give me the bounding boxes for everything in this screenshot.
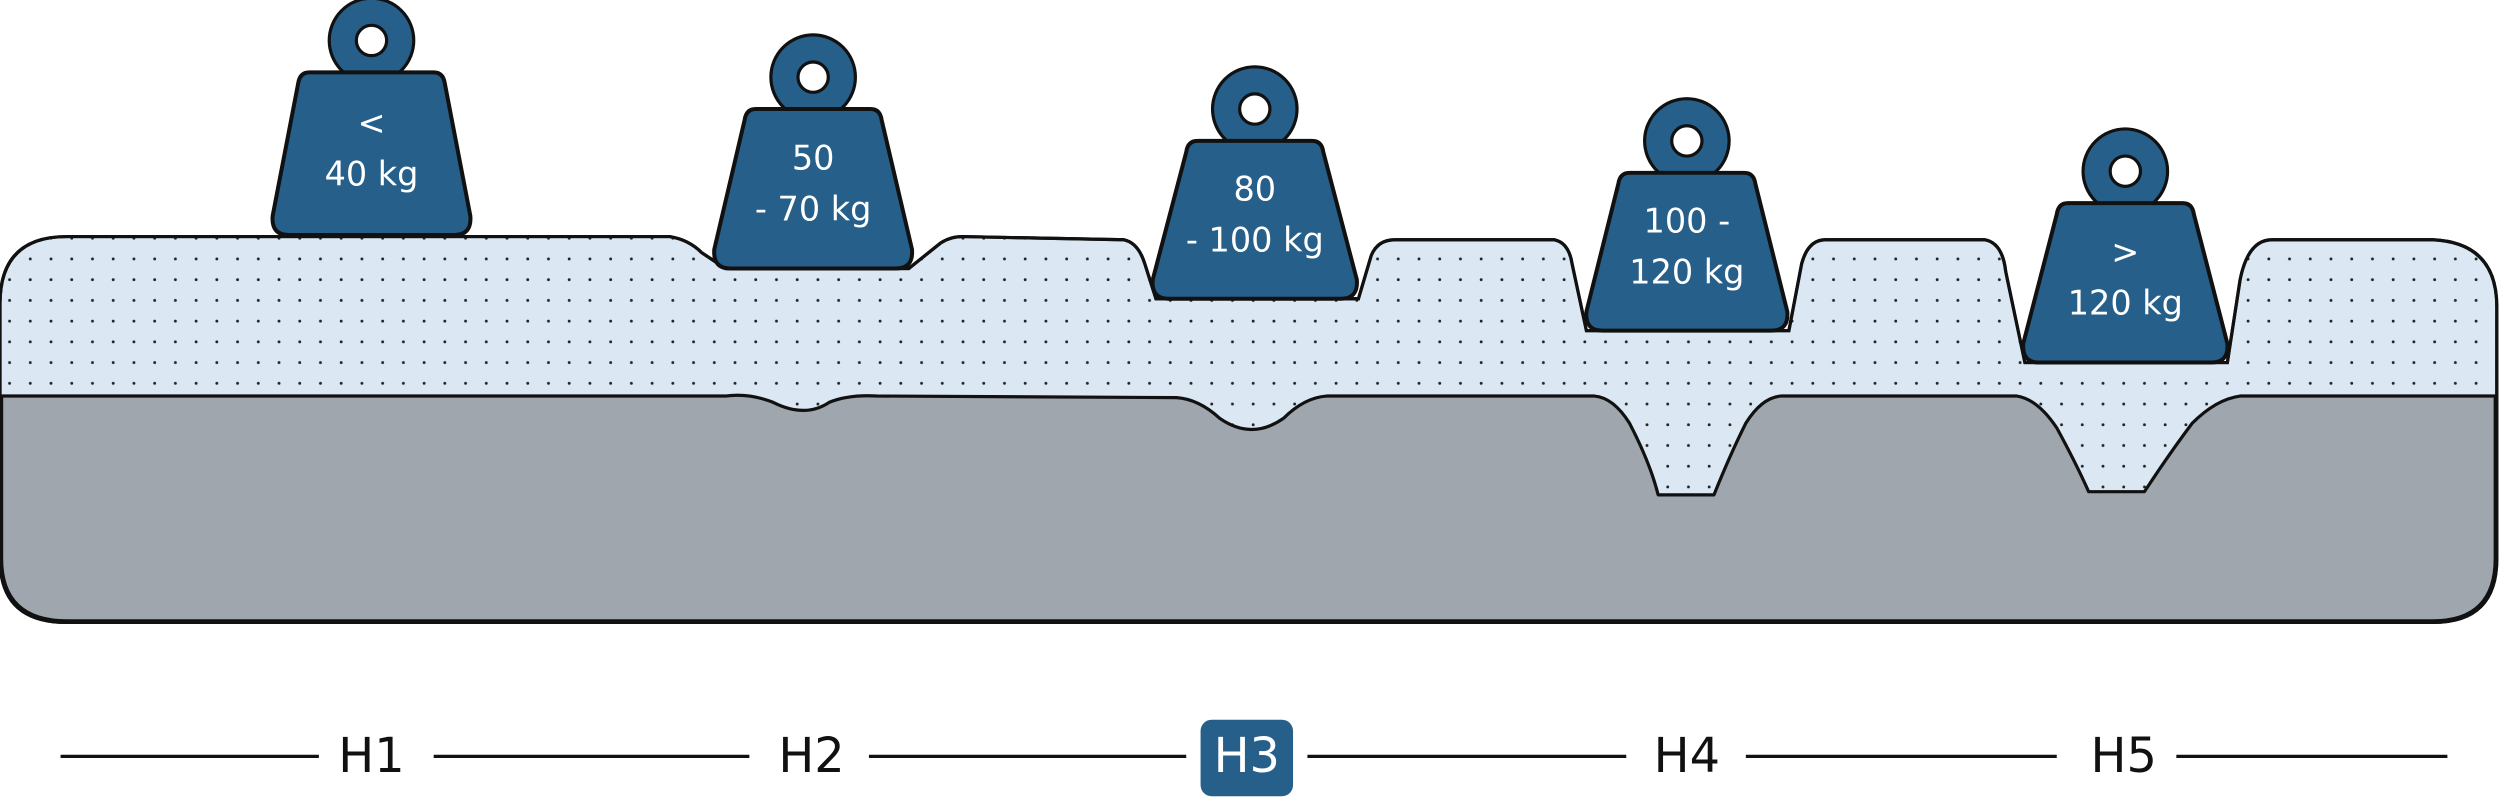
weight-body <box>270 70 473 237</box>
weight-ring <box>330 0 413 82</box>
weight-body <box>712 107 915 271</box>
base-support-layer <box>0 393 2497 623</box>
weight-label-line1: 100 - <box>1644 202 1731 241</box>
weight-label-line2: - 70 kg <box>755 190 872 229</box>
firmness-scale: H1 H2 H3 H4 H5 <box>60 719 2448 797</box>
scale-label-h5: H5 <box>2091 729 2157 784</box>
active-firmness-highlight <box>1200 719 1294 797</box>
weight-body <box>1150 138 1359 301</box>
weight-label-line2: 120 kg <box>1629 253 1744 292</box>
weight-label-line2: - 100 kg <box>1186 221 1324 260</box>
weight-3: 80 - 100 kg <box>1150 65 1359 301</box>
weight-5: >120 kg <box>2021 127 2230 365</box>
weight-ring <box>1646 100 1728 182</box>
mattress <box>0 234 2499 625</box>
weight-ring <box>1214 68 1296 150</box>
weight-ring <box>2084 130 2166 212</box>
weight-label-line1: < <box>357 104 385 143</box>
weight-label-line1: > <box>2111 233 2139 272</box>
scale-label-h1: H1 <box>338 729 404 784</box>
scale-label-h3: H3 <box>1214 729 1280 784</box>
weight-ring <box>772 36 854 118</box>
scale-label-h2: H2 <box>778 729 844 784</box>
weight-1: <40 kg <box>270 0 473 237</box>
weight-label-line2: 120 kg <box>2068 284 2183 323</box>
weight-label-line1: 80 <box>1233 170 1276 209</box>
scale-label-h4: H4 <box>1654 729 1720 784</box>
weight-2: 50 - 70 kg <box>712 33 915 271</box>
weight-body <box>2021 201 2230 365</box>
weight-label-line1: 50 <box>792 139 835 178</box>
weight-label-line2: 40 kg <box>325 155 419 194</box>
weight-4: 100 - 120 kg <box>1584 97 1790 333</box>
weight-body <box>1584 170 1790 333</box>
